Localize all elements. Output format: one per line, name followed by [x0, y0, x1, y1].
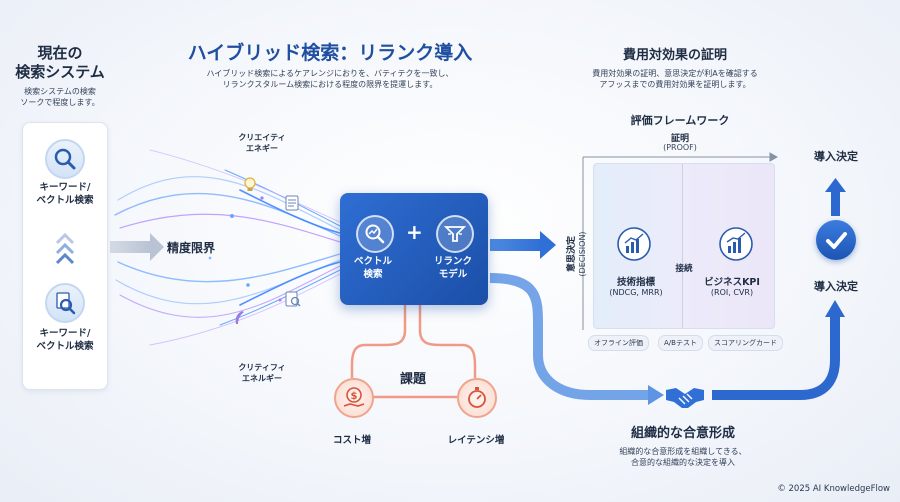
- keyword-vector-bottom-line2: ベクトル検索: [36, 341, 94, 352]
- business-kpi-sub: (ROI, CVR): [710, 288, 754, 297]
- decision-axis-en-label: (DECISION): [578, 231, 587, 277]
- current-system-panel: キーワード/ ベクトル検索 キーワード/ ベクトル検索: [22, 122, 108, 390]
- keyword-vector-search-top: キーワード/ ベクトル検索: [23, 181, 107, 207]
- copyright: © 2025 AI KnowledgeFlow: [777, 484, 890, 494]
- hybrid-search-box: + ベクトル 検索 リランク モデル: [340, 193, 488, 305]
- center-to-consensus-arrow: [489, 273, 650, 400]
- issue-connectors: [350, 305, 477, 399]
- cost-icon: $: [334, 378, 374, 418]
- decision-top-label: 導入決定: [814, 150, 858, 163]
- stopwatch-icon: [457, 378, 497, 418]
- creative-bottom-line1: クリティフィ: [238, 363, 286, 372]
- consensus-title: 組織的な合意形成: [630, 426, 735, 441]
- cost-increase-label: コスト増: [332, 435, 371, 446]
- tech-metrics-title: 技術指標: [616, 277, 655, 288]
- tech-metrics-chart-icon: [617, 227, 651, 261]
- keyword-vector-top-line1: キーワード/: [39, 182, 91, 193]
- precision-limit-label: 精度限界: [167, 241, 216, 255]
- decision-up-arrow-shaft: [831, 190, 840, 216]
- creative-top-line2: エネギー: [246, 144, 278, 153]
- scorecard-pill: スコアリングカード: [708, 335, 783, 351]
- search-icon: [45, 139, 85, 179]
- business-kpi-chart-icon: [719, 227, 753, 261]
- framework-title: 評価フレームワーク: [630, 114, 730, 127]
- current-system-desc-line2: ソークで程度します。: [20, 98, 100, 107]
- creative-top-line1: クリエイティ: [238, 133, 286, 142]
- keyword-vector-bottom-line1: キーワード/: [39, 328, 91, 339]
- cost-effectiveness-desc: 費用対効果の証明、意思決定が利Aを確認する アフッスまでの費用対効果を証明します…: [560, 68, 790, 90]
- consensus-desc-line2: 合意的な組織的な決定を導入: [631, 458, 735, 467]
- lightbulb-icon: [244, 177, 256, 191]
- svg-text:$: $: [351, 391, 358, 402]
- cost-desc-line1: 費用対効果の証明、意思決定が利Aを確認する: [592, 69, 758, 78]
- checkmark-icon: [816, 220, 856, 260]
- keyword-vector-top-line2: ベクトル検索: [36, 195, 94, 206]
- vector-search-label: ベクトル 検索: [344, 255, 402, 281]
- tech-metrics-sub: (NDCG, MRR): [609, 288, 663, 297]
- latency-increase-label: レイテンシ増: [447, 435, 505, 446]
- energy-sparkles: [208, 196, 302, 302]
- proof-axis-en-label: (PROOF): [663, 143, 697, 152]
- cost-effectiveness-title: 費用対効果の証明: [622, 48, 727, 63]
- cost-desc-line2: アフッスまでの費用対効果を証明します。: [599, 80, 751, 89]
- creative-energy-top-label: クリエイティ エネギー: [224, 132, 300, 154]
- consensus-to-decision-arrow: [712, 315, 840, 400]
- left-to-limit-arrow: [110, 233, 164, 261]
- framework-divider: [682, 164, 683, 328]
- handshake-icon: [666, 388, 704, 408]
- chevrons-up-icon: [55, 232, 75, 265]
- vector-line2: 検索: [363, 269, 383, 280]
- current-system-title-line1: 現在の: [37, 44, 83, 62]
- current-system-title-line2: 検索システム: [15, 63, 105, 81]
- current-system-desc-line1: 検索システムの検索: [24, 87, 96, 96]
- main-title: ハイブリッド検索：リランク導入: [187, 42, 473, 64]
- plus-sign: +: [406, 220, 423, 244]
- main-desc-line1: ハイブリッド検索によるケアレンジにおりを、バティテクを一致し、: [206, 69, 454, 78]
- rerank-line1: リランク: [433, 256, 472, 267]
- issues-title: 課題: [400, 372, 427, 387]
- decision-middle-label: 導入決定: [814, 280, 858, 293]
- connect-label: 接続: [675, 264, 693, 274]
- center-to-framework-arrow: [490, 231, 556, 259]
- main-desc-line2: リランクスタルーム検索における程度の限界を提運します。: [222, 80, 438, 89]
- vector-search-icon: [356, 215, 394, 253]
- current-system-title: 現在の 検索システム: [10, 44, 110, 82]
- doc-search-small-icon: [285, 291, 301, 307]
- consensus-desc: 組織的な合意形成を組織してきる、 合意的な組織的な決定を導入: [588, 446, 778, 468]
- decision-axis-label-group: 意思決定 (DECISION): [567, 199, 591, 309]
- framework-axes: [582, 152, 779, 330]
- proof-axis-label: 証明: [670, 134, 689, 144]
- rerank-model-icon: [436, 215, 474, 253]
- creative-energy-bottom-label: クリティフィ エネルギー: [222, 362, 302, 384]
- evaluation-framework-box: 接続 技術指標 (NDCG, MRR) ビジネスKPI (ROI, CVR): [593, 163, 775, 329]
- creative-bottom-line2: エネルギー: [242, 374, 282, 383]
- main-desc: ハイブリッド検索によるケアレンジにおりを、バティテクを一致し、 リランクスタルー…: [180, 68, 480, 90]
- keyword-vector-search-bottom: キーワード/ ベクトル検索: [23, 327, 107, 353]
- consensus-desc-line1: 組織的な合意形成を組織してきる、: [619, 447, 747, 456]
- current-system-desc: 検索システムの検索 ソークで程度します。: [8, 86, 112, 108]
- vector-line1: ベクトル: [353, 256, 392, 267]
- database-doc-icon: [285, 195, 299, 211]
- rerank-line2: モデル: [438, 269, 468, 280]
- rerank-model-label: リランク モデル: [424, 255, 482, 281]
- ab-test-pill: A/Bテスト: [658, 335, 703, 351]
- offline-eval-pill: オフライン評価: [588, 335, 649, 351]
- decision-axis-label: 意思決定: [567, 236, 577, 273]
- business-kpi-title: ビジネスKPI: [704, 277, 760, 288]
- quill-icon: [235, 311, 244, 324]
- document-search-icon: [45, 283, 85, 323]
